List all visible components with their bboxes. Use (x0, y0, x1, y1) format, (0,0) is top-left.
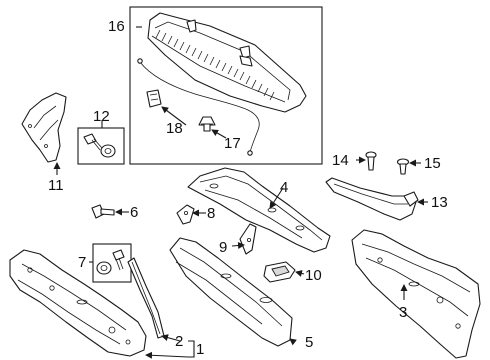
push-pin-14[interactable] (365, 151, 377, 171)
callout-13: 13 (431, 194, 448, 211)
leader-lines (53, 26, 428, 359)
callout-14: 14 (332, 152, 349, 169)
callout-17: 17 (224, 135, 241, 152)
upper-cowl-panel-4[interactable] (187, 167, 331, 253)
bracket-9[interactable] (239, 223, 257, 255)
callout-labels: 16 18 17 12 11 6 7 8 9 10 5 4 13 14 15 3… (48, 18, 448, 358)
side-panel-bracket-11[interactable] (21, 92, 67, 163)
nut-12[interactable] (100, 144, 116, 158)
callout-12: 12 (93, 108, 110, 125)
callout-9: 9 (219, 239, 227, 256)
callout-3: 3 (399, 304, 407, 321)
cowl-grille-panel[interactable] (147, 12, 307, 113)
fastener-kit-box (77, 127, 125, 165)
extension-bracket-13[interactable] (325, 177, 419, 221)
callout-6: 6 (130, 204, 138, 221)
callout-1: 1 (196, 341, 204, 358)
fastener-kit-7 (92, 243, 132, 283)
callout-18: 18 (166, 120, 183, 137)
dash-side-panel-1[interactable] (9, 249, 147, 357)
clip-15[interactable] (396, 158, 410, 175)
cowl-grille-box (129, 6, 323, 165)
callout-8: 8 (207, 205, 215, 222)
bolt-12[interactable] (83, 133, 103, 151)
cowl-grille-group (129, 6, 323, 165)
fastener-kit-7-box (92, 243, 132, 283)
dash-side-panel-3[interactable] (351, 229, 481, 359)
bolt-7[interactable] (112, 249, 125, 271)
callout-16: 16 (108, 18, 125, 35)
nut-7[interactable] (96, 261, 112, 275)
callout-15: 15 (424, 155, 441, 172)
callout-5: 5 (305, 334, 313, 351)
fastener-kit-12 (77, 127, 125, 165)
bracket-8[interactable] (176, 204, 195, 225)
washer-nozzle-17[interactable] (198, 116, 216, 132)
callout-2: 2 (175, 333, 183, 350)
lower-cowl-panel-5[interactable] (169, 237, 293, 347)
bolt-6[interactable] (91, 204, 115, 219)
callout-10: 10 (305, 267, 322, 284)
washer-hose[interactable] (139, 61, 260, 153)
callout-7: 7 (78, 254, 86, 271)
seal-10[interactable] (263, 261, 296, 283)
callout-11: 11 (48, 177, 64, 194)
callout-4: 4 (280, 179, 288, 196)
hose-end-fitting (137, 58, 143, 64)
hose-end-fitting-lower (247, 150, 253, 156)
hose-bracket-18[interactable] (146, 89, 162, 108)
